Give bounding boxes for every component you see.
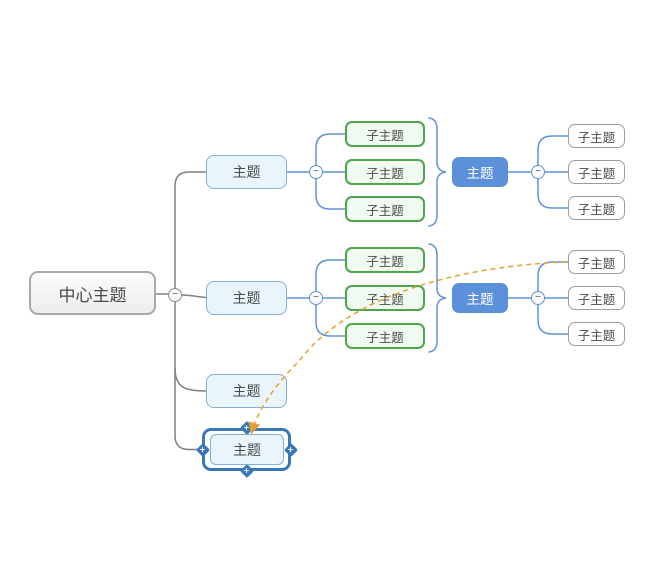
subbranch-line	[315, 259, 346, 292]
minus-icon: −	[172, 288, 178, 300]
subtopic-label: 子主题	[366, 166, 404, 181]
subbranch-line	[537, 304, 569, 335]
subtopic-label: 子主题	[577, 328, 616, 343]
subtopic-node[interactable]: 子主题	[345, 247, 425, 273]
subbranch-line	[537, 178, 569, 209]
collapse-button-branch2[interactable]: −	[309, 291, 323, 305]
subtopic-label: 子主题	[366, 330, 404, 345]
topic-node-4-selected[interactable]: 主题	[210, 434, 284, 465]
subtopic-node[interactable]: 子主题	[345, 159, 425, 185]
topic-label: 主题	[233, 441, 261, 458]
subtopic-node[interactable]: 子主题	[568, 322, 625, 346]
subbranch-line	[315, 178, 346, 210]
branch-line-topic3	[174, 367, 207, 392]
branch-line-topic1	[174, 171, 207, 289]
collapse-button-summary1[interactable]: −	[531, 165, 545, 179]
subtopic-label: 子主题	[366, 128, 404, 143]
summary-topic-node-2[interactable]: 主题	[452, 283, 508, 313]
subtopic-label: 子主题	[577, 256, 616, 271]
topic-label: 主题	[232, 290, 261, 306]
collapse-button-summary2[interactable]: −	[531, 291, 545, 305]
branch-line-topic4	[174, 301, 204, 451]
collapse-button-branch1[interactable]: −	[309, 165, 323, 179]
summary-brace-1	[428, 117, 447, 227]
subtopic-node[interactable]: 子主题	[568, 196, 625, 220]
topic-node-2[interactable]: 主题	[206, 281, 287, 315]
subtopic-node[interactable]: 子主题	[568, 286, 625, 310]
central-topic-node[interactable]: 中心主题	[29, 271, 156, 315]
subtopic-label: 子主题	[577, 202, 616, 217]
subtopic-label: 子主题	[577, 166, 616, 181]
topic-label: 主题	[232, 383, 261, 399]
subtopic-label: 子主题	[577, 130, 616, 145]
subbranch-line	[537, 261, 569, 292]
subtopic-node[interactable]: 子主题	[568, 250, 625, 274]
subtopic-node[interactable]: 子主题	[568, 160, 625, 184]
summary-topic-label: 主题	[466, 292, 494, 307]
subtopic-node[interactable]: 子主题	[345, 323, 425, 349]
subtopic-label: 子主题	[577, 292, 616, 307]
minus-icon: −	[535, 291, 541, 303]
subbranch-line	[315, 133, 346, 166]
subtopic-node[interactable]: 子主题	[345, 285, 425, 311]
subtopic-node[interactable]: 子主题	[568, 124, 625, 148]
branch-line-topic2	[181, 294, 207, 299]
minus-icon: −	[313, 165, 319, 177]
subbranch-line	[537, 135, 569, 166]
summary-brace-2	[428, 243, 447, 353]
subtopic-label: 子主题	[366, 203, 404, 218]
summary-topic-label: 主题	[466, 166, 494, 181]
minus-icon: −	[313, 291, 319, 303]
topic-node-1[interactable]: 主题	[206, 155, 287, 189]
subtopic-node[interactable]: 子主题	[345, 121, 425, 147]
minus-icon: −	[535, 165, 541, 177]
central-topic-label: 中心主题	[58, 285, 127, 305]
topic-label: 主题	[232, 164, 261, 180]
topic-node-3[interactable]: 主题	[206, 374, 287, 408]
summary-topic-node-1[interactable]: 主题	[452, 157, 508, 187]
subtopic-label: 子主题	[366, 292, 404, 307]
subtopic-node[interactable]: 子主题	[345, 196, 425, 222]
subtopic-label: 子主题	[366, 254, 404, 269]
subbranch-line	[315, 304, 346, 337]
collapse-button-central[interactable]: −	[168, 288, 182, 302]
